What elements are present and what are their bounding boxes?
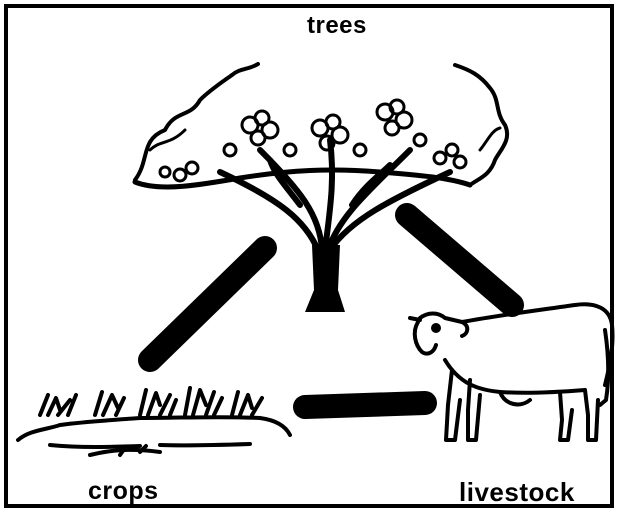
trees-label: trees [307,12,367,40]
crops-label: crops [88,477,159,506]
connector-trees-livestock [407,215,512,305]
connector-trees-crops [150,248,265,360]
crop-plants-icon [18,388,290,455]
connector-crops-livestock [305,403,425,407]
tree-icon [135,64,507,250]
livestock-label: livestock [459,477,575,508]
cow-icon [410,304,613,440]
tree-trunk [305,245,345,312]
